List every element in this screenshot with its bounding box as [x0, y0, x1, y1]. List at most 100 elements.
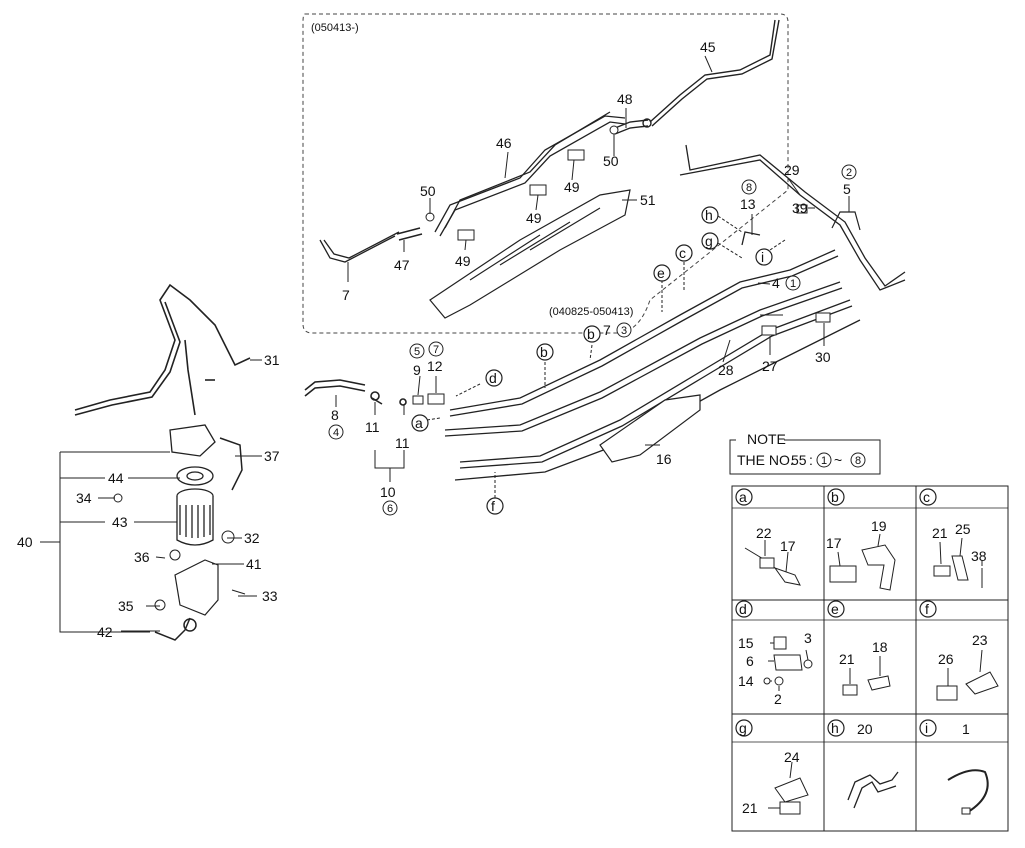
- part-label-31: 31: [264, 352, 280, 368]
- cell-e-part-21: 21: [839, 651, 855, 667]
- part-label-11b: 11: [395, 435, 410, 451]
- note-title: NOTE: [747, 431, 786, 447]
- svg-text:d: d: [739, 601, 747, 617]
- table-h-part: 20: [857, 721, 873, 737]
- part-label-29: 29: [784, 162, 800, 178]
- hose-47: [396, 227, 423, 241]
- svg-text:e: e: [657, 265, 665, 281]
- part-labels: 45 48 46 49 49 49 50 50 47 7 51 29 5 39 …: [17, 39, 851, 640]
- svg-text:6: 6: [387, 503, 393, 515]
- part-label-9: 9: [413, 362, 421, 378]
- svg-text:4: 4: [333, 427, 339, 439]
- part-label-35: 35: [118, 598, 134, 614]
- callout-b-right: b: [583, 325, 601, 343]
- note-number: 55: [791, 452, 807, 468]
- note-range-tilde: ~: [834, 452, 842, 468]
- callout-b-left: b: [536, 343, 554, 361]
- seal-44: [176, 466, 214, 486]
- svg-text:g: g: [705, 233, 713, 249]
- cell-g-part-21: 21: [742, 800, 758, 816]
- sensor-37: [219, 437, 243, 491]
- part-label-45: 45: [700, 39, 716, 55]
- circled-4: 4: [328, 424, 344, 440]
- bracket-41: [174, 559, 219, 616]
- part-label-46: 46: [496, 135, 512, 151]
- svg-text:e: e: [831, 601, 839, 617]
- part-label-51: 51: [640, 192, 656, 208]
- cell-h-drawing: [847, 771, 899, 809]
- part-label-34: 34: [76, 490, 92, 506]
- part-label-49c: 49: [455, 253, 471, 269]
- cell-b-part-19: 19: [871, 518, 887, 534]
- part-label-7b: 7: [603, 322, 611, 338]
- cell-d-part-14: 14: [738, 673, 754, 689]
- circled-2-top: 2: [841, 164, 857, 180]
- table-letter-a: a: [735, 488, 753, 506]
- svg-text:a: a: [415, 415, 423, 431]
- part-label-16: 16: [656, 451, 672, 467]
- bracket-13: [741, 231, 761, 246]
- svg-text:d: d: [489, 370, 497, 386]
- bolts-32-36: [113, 493, 246, 611]
- svg-text:2: 2: [846, 167, 852, 179]
- fuel-tube-29: [679, 144, 906, 291]
- part-label-48: 48: [617, 91, 633, 107]
- part-label-12: 12: [427, 358, 443, 374]
- hose-11: [370, 391, 407, 406]
- svg-text:c: c: [679, 245, 686, 261]
- note-box: NOTE THE NO. 55 : 1 ~ 8: [729, 431, 881, 475]
- cell-g-part-24: 24: [784, 749, 800, 765]
- part-label-49b: 49: [526, 210, 542, 226]
- svg-text:i: i: [761, 249, 764, 265]
- part-label-32: 32: [244, 530, 260, 546]
- clip-27: [761, 325, 777, 336]
- protector-16: [599, 394, 701, 463]
- wiring-harness-31: [74, 283, 251, 416]
- fuel-tube-45: [649, 19, 780, 127]
- part-label-11a: 11: [365, 419, 380, 435]
- filter-cartridge-43: [176, 488, 214, 546]
- variant-box-label: (050413-): [311, 22, 359, 34]
- part-label-37: 37: [264, 448, 280, 464]
- part-label-49a: 49: [564, 179, 580, 195]
- cell-i-drawing: [947, 769, 989, 815]
- svg-text:1: 1: [790, 278, 796, 290]
- cell-d-part-15: 15: [738, 635, 754, 651]
- svg-text:5: 5: [414, 346, 420, 358]
- callout-f: f: [486, 497, 504, 515]
- table-letter-g: g: [735, 719, 753, 737]
- svg-text:g: g: [739, 720, 747, 736]
- circled-5: 5: [409, 343, 425, 359]
- leader-lines: [40, 55, 850, 633]
- clip-30: [815, 312, 831, 323]
- table-letter-e: e: [827, 600, 845, 618]
- fuel-tube-46: [434, 111, 626, 237]
- svg-text:7: 7: [433, 344, 439, 356]
- part-label-43: 43: [112, 514, 128, 530]
- cell-g-drawing: [768, 761, 809, 815]
- part-label-42: 42: [97, 624, 113, 640]
- callout-i: i: [755, 248, 773, 266]
- drain-sensor-42: [154, 617, 197, 641]
- table-letter-f: f: [919, 600, 937, 618]
- cell-c-part-21: 21: [932, 525, 948, 541]
- svg-text:b: b: [831, 489, 839, 505]
- callout-a: a: [411, 414, 429, 432]
- table-letter-i: i: [919, 719, 937, 737]
- cell-a-part-22: 22: [756, 525, 772, 541]
- callout-e: e: [653, 264, 671, 282]
- part-label-8: 8: [331, 407, 339, 423]
- circled-1-right: 1: [785, 275, 801, 291]
- part-label-4a: 4: [772, 275, 780, 291]
- fuel-tube-main-middle: [444, 281, 843, 437]
- part-label-33: 33: [262, 588, 278, 604]
- svg-text:i: i: [925, 720, 928, 736]
- svg-text:b: b: [587, 326, 595, 342]
- callout-g: g: [701, 232, 719, 250]
- part-label-50a: 50: [420, 183, 436, 199]
- part-label-13: 13: [740, 196, 756, 212]
- cell-e-drawing: [842, 656, 891, 696]
- cell-c-drawing: [933, 537, 983, 588]
- protector-51: [429, 189, 631, 319]
